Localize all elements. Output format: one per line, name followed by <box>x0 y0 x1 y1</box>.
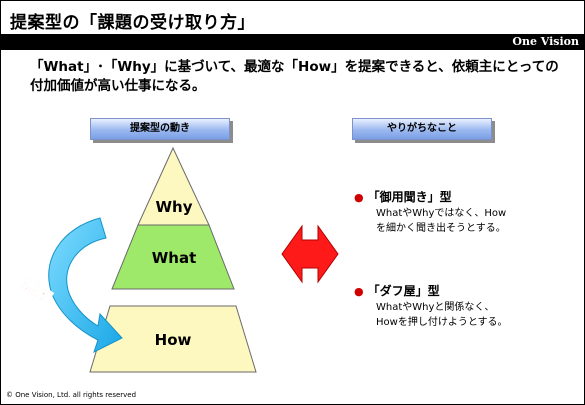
item-1-description: WhatやWhyではなく、How を細かく聞き出そうとする。 <box>376 206 506 236</box>
copyright-footer: © One Vision, Ltd. all rights reserved <box>6 391 137 399</box>
bullet-dot-icon: ● <box>354 191 364 204</box>
brand-name: One Vision <box>512 35 579 48</box>
item-1-line2: を細かく聞き出そうとする。 <box>376 223 506 234</box>
pyramid-top-tier <box>137 146 210 226</box>
left-column-header: 提案型の動き <box>90 118 230 140</box>
item-2-description: WhatやWhyと関係なく、 Howを押し付けようとする。 <box>376 300 508 330</box>
bullet-dot-icon: ● <box>354 285 364 298</box>
pyramid-middle-label: What <box>151 249 197 267</box>
item-1-line1: WhatやWhyではなく、How <box>376 208 507 219</box>
right-column-header: やりがちなこと <box>352 118 492 140</box>
item-2-label-text: 「ダフ屋」型 <box>367 284 440 298</box>
double-arrow-icon <box>281 224 339 284</box>
item-2-line1: WhatやWhyと関係なく、 <box>376 302 495 313</box>
lead-text: 「What」･「Why」に基づいて、最適な「How」を提案できると、依頼主にとっ… <box>30 59 559 94</box>
item-2-line2: Howを押し付けようとする。 <box>376 317 508 328</box>
curved-arrow-icon <box>48 217 123 353</box>
pyramid-bottom-label: How <box>154 331 192 349</box>
item-1-label-text: 「御用聞き」型 <box>367 190 452 204</box>
brand-bar: One Vision <box>0 34 585 50</box>
pyramid-top-label: Why <box>155 198 193 216</box>
slide-title: 提案型の「課題の受け取り方」 <box>10 13 255 33</box>
item-1-label: ●「御用聞き」型 <box>354 188 452 205</box>
item-2-label: ●「ダフ屋」型 <box>354 282 440 299</box>
